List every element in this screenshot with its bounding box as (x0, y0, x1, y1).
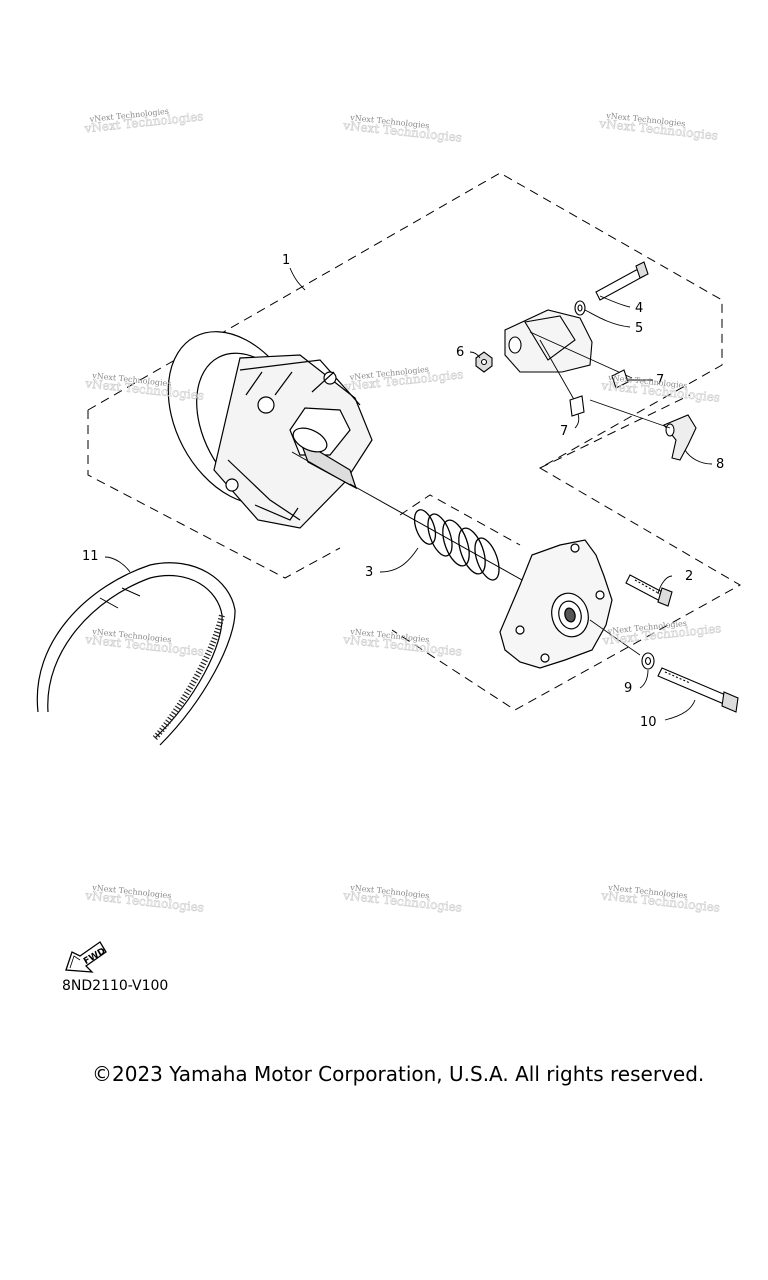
fwd-arrow-icon: FWD (65, 941, 107, 973)
callout-10: 10 (640, 715, 657, 730)
washer-5 (574, 300, 586, 316)
callout-11: 11 (82, 549, 99, 564)
clutch-spring (413, 509, 500, 581)
watermarks: vNext Technologies vNext Technologies vN… (83, 107, 723, 915)
callout-9: 9 (624, 681, 632, 696)
callout-7a: 7 (656, 373, 664, 388)
drawing-code: 8ND2110-V100 (62, 978, 169, 994)
callout-7b: 7 (560, 424, 568, 439)
nut-6 (475, 351, 493, 373)
clutch-cover-plate (499, 539, 613, 669)
bolt-10 (657, 667, 739, 713)
bolt-2 (625, 574, 673, 607)
callout-1: 1 (282, 253, 290, 268)
plate-7-lower (569, 395, 585, 417)
callout-8: 8 (716, 457, 724, 472)
plate-7-upper (611, 369, 629, 389)
callout-2: 2 (685, 569, 693, 584)
leader-lines (104, 267, 713, 721)
copyright-notice: ©2023 Yamaha Motor Corporation, U.S.A. A… (92, 1062, 705, 1086)
bolt-4 (595, 261, 649, 301)
callout-5: 5 (635, 321, 643, 336)
weight-8 (589, 399, 697, 461)
callout-6: 6 (456, 345, 464, 360)
assembly-outline-1 (87, 172, 742, 711)
weight-arm-assembly (504, 309, 633, 411)
washer-9 (641, 652, 655, 670)
callout-3: 3 (365, 565, 373, 580)
callout-4: 4 (635, 301, 643, 316)
drive-belt (36, 562, 236, 746)
axis-line (589, 619, 641, 656)
primary-sheave-assembly (167, 331, 541, 591)
